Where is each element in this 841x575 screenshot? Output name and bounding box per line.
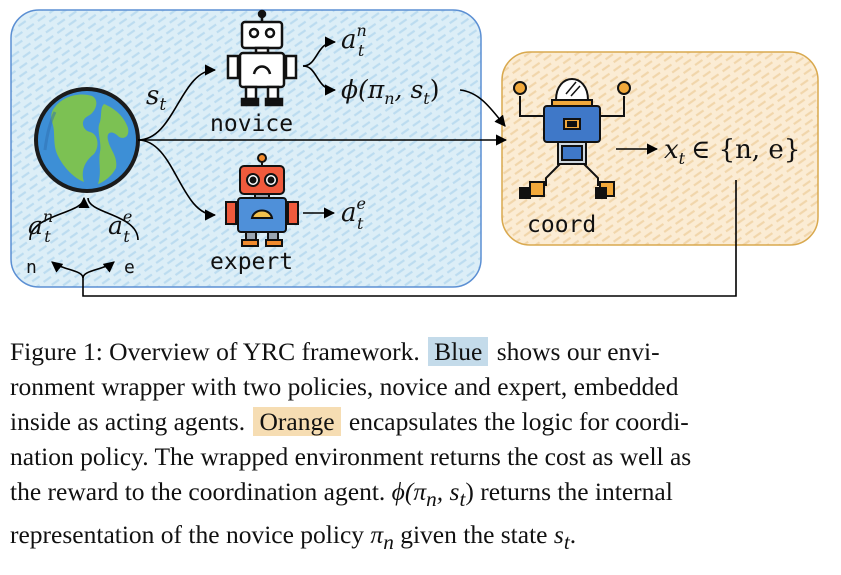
caption-math: , s xyxy=(436,477,460,506)
figure-caption: Figure 1: Overview of YRC framework. Blu… xyxy=(10,334,830,560)
caption-text: representation of the novice policy xyxy=(10,520,365,550)
blue-highlight: Blue xyxy=(428,337,489,366)
loop-label-n: n xyxy=(26,257,37,278)
expert-robot-icon xyxy=(225,153,299,247)
caption-line-3: inside as acting agents. Orange encapsul… xyxy=(10,404,830,439)
caption-text: inside as acting agents. xyxy=(10,407,246,436)
expert-label: expert xyxy=(210,249,293,275)
environment-box xyxy=(10,9,482,288)
caption-math: ϕ(π xyxy=(391,477,427,506)
caption-line-4: nation policy. The wrapped environment r… xyxy=(10,442,692,471)
novice-label: novice xyxy=(210,111,293,137)
caption-math: t xyxy=(563,530,570,555)
orange-highlight: Orange xyxy=(253,407,341,436)
earth-icon xyxy=(34,87,140,193)
caption-math: π xyxy=(370,520,384,550)
caption-math: n xyxy=(426,487,437,512)
caption-line-6: representation of the novice policy πn g… xyxy=(10,517,830,560)
caption-text: shows our envi- xyxy=(496,337,660,366)
caption-text: encapsulates the logic for coordi- xyxy=(348,407,689,436)
caption-math: s xyxy=(553,520,564,550)
caption-text: the reward to the coordination agent. xyxy=(10,477,386,506)
caption-line-5: the reward to the coordination agent. ϕ(… xyxy=(10,474,830,517)
caption-line-1: Figure 1: Overview of YRC framework. Blu… xyxy=(10,334,830,369)
coordinator-robot-icon xyxy=(513,78,631,199)
caption-text: ) returns the internal xyxy=(465,477,673,506)
state-label: st xyxy=(146,81,166,115)
caption-line-2: ronment wrapper with two policies, novic… xyxy=(10,372,679,401)
caption-text: Figure 1: Overview of YRC framework. xyxy=(10,337,420,366)
loop-label-e: e xyxy=(124,257,135,278)
flow-arrows xyxy=(29,36,737,297)
caption-math: t xyxy=(459,487,466,512)
coordination-output-label: xt∈ {n, e} xyxy=(664,135,800,168)
coord-label: coord xyxy=(527,212,596,238)
caption-text: given the state xyxy=(400,520,548,550)
caption-text: . xyxy=(569,520,577,550)
novice-robot-icon xyxy=(226,9,298,107)
phi-label: ϕ(πn, st) xyxy=(341,75,439,108)
caption-math: n xyxy=(383,530,394,555)
